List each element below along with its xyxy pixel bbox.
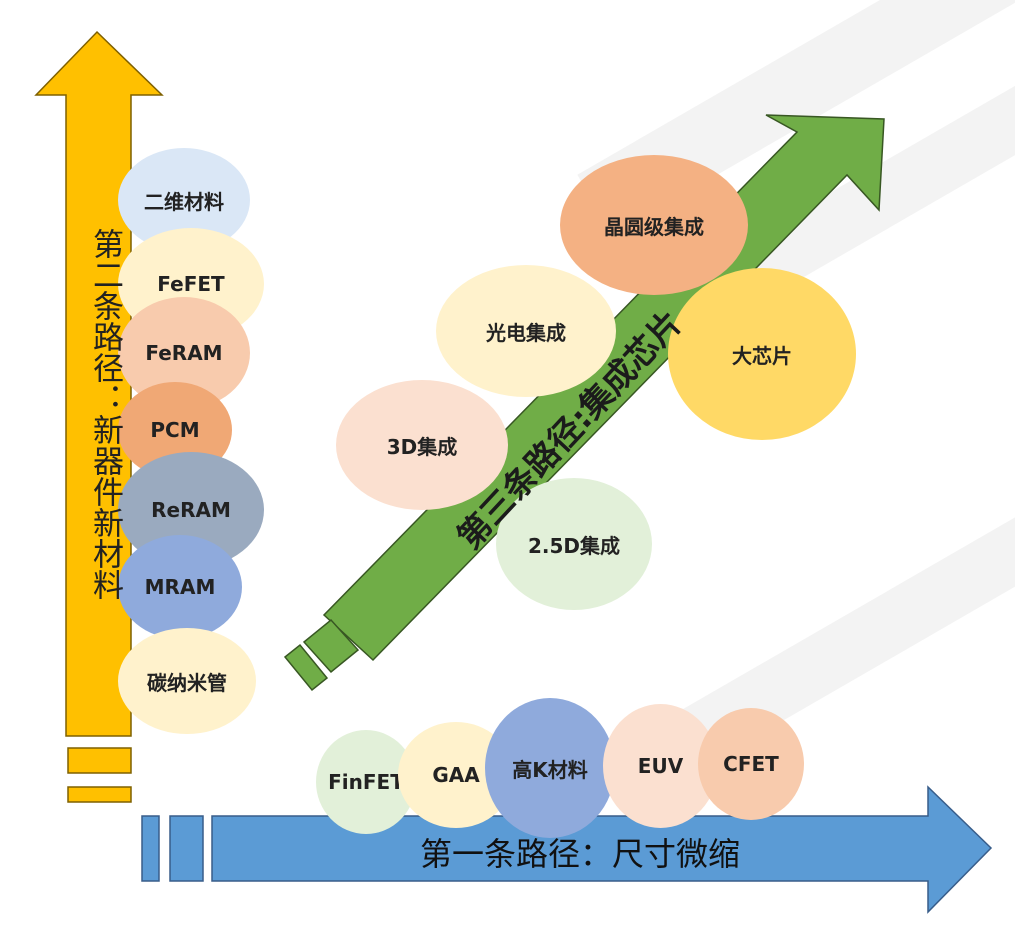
first-path-label: 第一条路径：尺寸微缩 (419, 835, 740, 873)
bubble-carbon-nanotube: 碳纳米管 (118, 628, 256, 734)
bubble-3d-integration: 3D集成 (336, 380, 508, 510)
first-path-arrow-tail-2 (141, 815, 160, 882)
third-path-arrow-body (322, 114, 885, 662)
bubble-2-5d-integration: 2.5D集成 (496, 478, 652, 610)
second-path-arrow-tail-1 (67, 747, 132, 774)
second-path-arrow-tail-2 (67, 786, 132, 803)
bubble-high-k: 高K材料 (485, 698, 615, 838)
third-path-arrow-tail-2 (283, 643, 329, 692)
bubble-big-chip: 大芯片 (668, 268, 856, 440)
third-path-arrow-tail-1 (302, 618, 360, 674)
first-path-arrow-body (211, 785, 993, 914)
bubble-optoelectronic-integration: 光电集成 (436, 265, 616, 397)
bubble-mram: MRAM (118, 535, 242, 639)
bubble-cfet: CFET (698, 708, 804, 820)
second-path-label: 第二条路径：新器件新材料 (87, 228, 123, 600)
bubble-wafer-integration: 晶圆级集成 (560, 155, 748, 295)
first-path-arrow (141, 785, 993, 914)
first-path-arrow-tail-1 (169, 815, 204, 882)
third-path-arrow (283, 114, 885, 692)
